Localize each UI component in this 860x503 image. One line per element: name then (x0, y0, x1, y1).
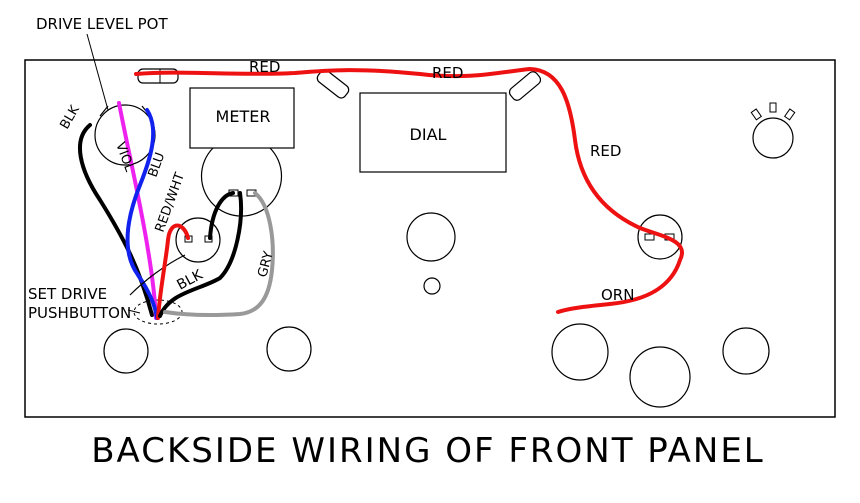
bottom-hole-2 (266, 326, 312, 372)
wire-blk-label-1: BLK (57, 103, 83, 132)
connector-top-mid (316, 69, 350, 99)
top-right-pot-lug-2 (769, 102, 777, 113)
meter-label: METER (216, 107, 271, 126)
wire-violet (117, 101, 158, 320)
wire-gry-label: GRY (255, 250, 276, 279)
front-panel (24, 59, 836, 418)
wire-red-label-3: RED (590, 142, 621, 160)
center-small-hole (423, 277, 441, 295)
diagram-title: BACKSIDE WIRING OF FRONT PANEL (91, 431, 765, 471)
wire-red-switch (156, 223, 190, 320)
wire-black-thin (129, 254, 186, 296)
top-right-pot-lug-3 (783, 108, 796, 121)
wire-black-meter (208, 191, 235, 240)
meter-box (189, 87, 295, 149)
wire-blue (125, 108, 159, 320)
set-drive-leader (127, 309, 141, 314)
wire-black-meter-2 (158, 191, 243, 318)
small-switch (175, 217, 221, 263)
bottom-hole-4 (629, 346, 691, 408)
connector-top-right (508, 71, 542, 101)
wire-red-top (134, 66, 684, 314)
wire-gray (163, 191, 275, 318)
set-drive-label-line1: SET DRIVE (28, 285, 107, 303)
wire-viol-label: VIOL (112, 140, 137, 174)
drive-level-pot-leader (86, 33, 109, 111)
set-drive-label-line2: PUSHBUTTON (28, 304, 131, 322)
pot-lug-left (99, 105, 109, 117)
bottom-hole-5 (722, 327, 770, 375)
right-pot (637, 214, 683, 260)
top-right-pot (752, 117, 794, 159)
right-pot-terminal-left (644, 233, 655, 241)
drive-level-pot-label: DRIVE LEVEL POT (36, 15, 168, 33)
wire-red-label-2: RED (432, 64, 463, 82)
bottom-hole-3 (551, 323, 609, 381)
dial-box (359, 92, 507, 173)
top-right-pot-lug-1 (750, 108, 763, 121)
center-knob (406, 212, 456, 262)
bottom-hole-1 (103, 328, 149, 374)
dial-label: DIAL (410, 125, 447, 144)
wire-orn-label: ORN (601, 286, 634, 304)
wire-red-label-1: RED (249, 58, 280, 76)
